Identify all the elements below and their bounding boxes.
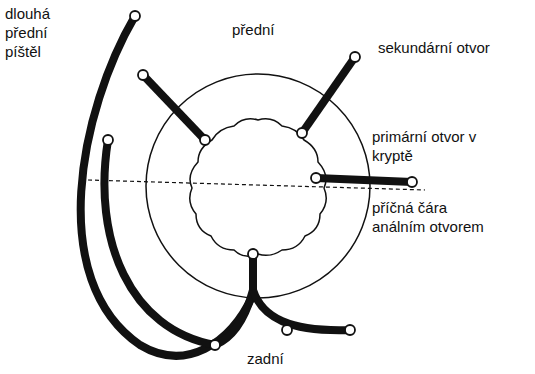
label-text: primární otvor v kryptě — [372, 127, 497, 165]
label-text: dlouhá přední píštěl — [5, 4, 77, 61]
label-text: sekundární otvor — [378, 38, 528, 57]
label-text: přední — [232, 20, 312, 39]
openings — [103, 11, 417, 350]
fistula-tracts — [81, 16, 412, 356]
label-text: příčná čára análním otvorem — [372, 198, 497, 236]
anal-canal-outline — [190, 119, 327, 256]
label-text: zadní — [247, 349, 317, 368]
